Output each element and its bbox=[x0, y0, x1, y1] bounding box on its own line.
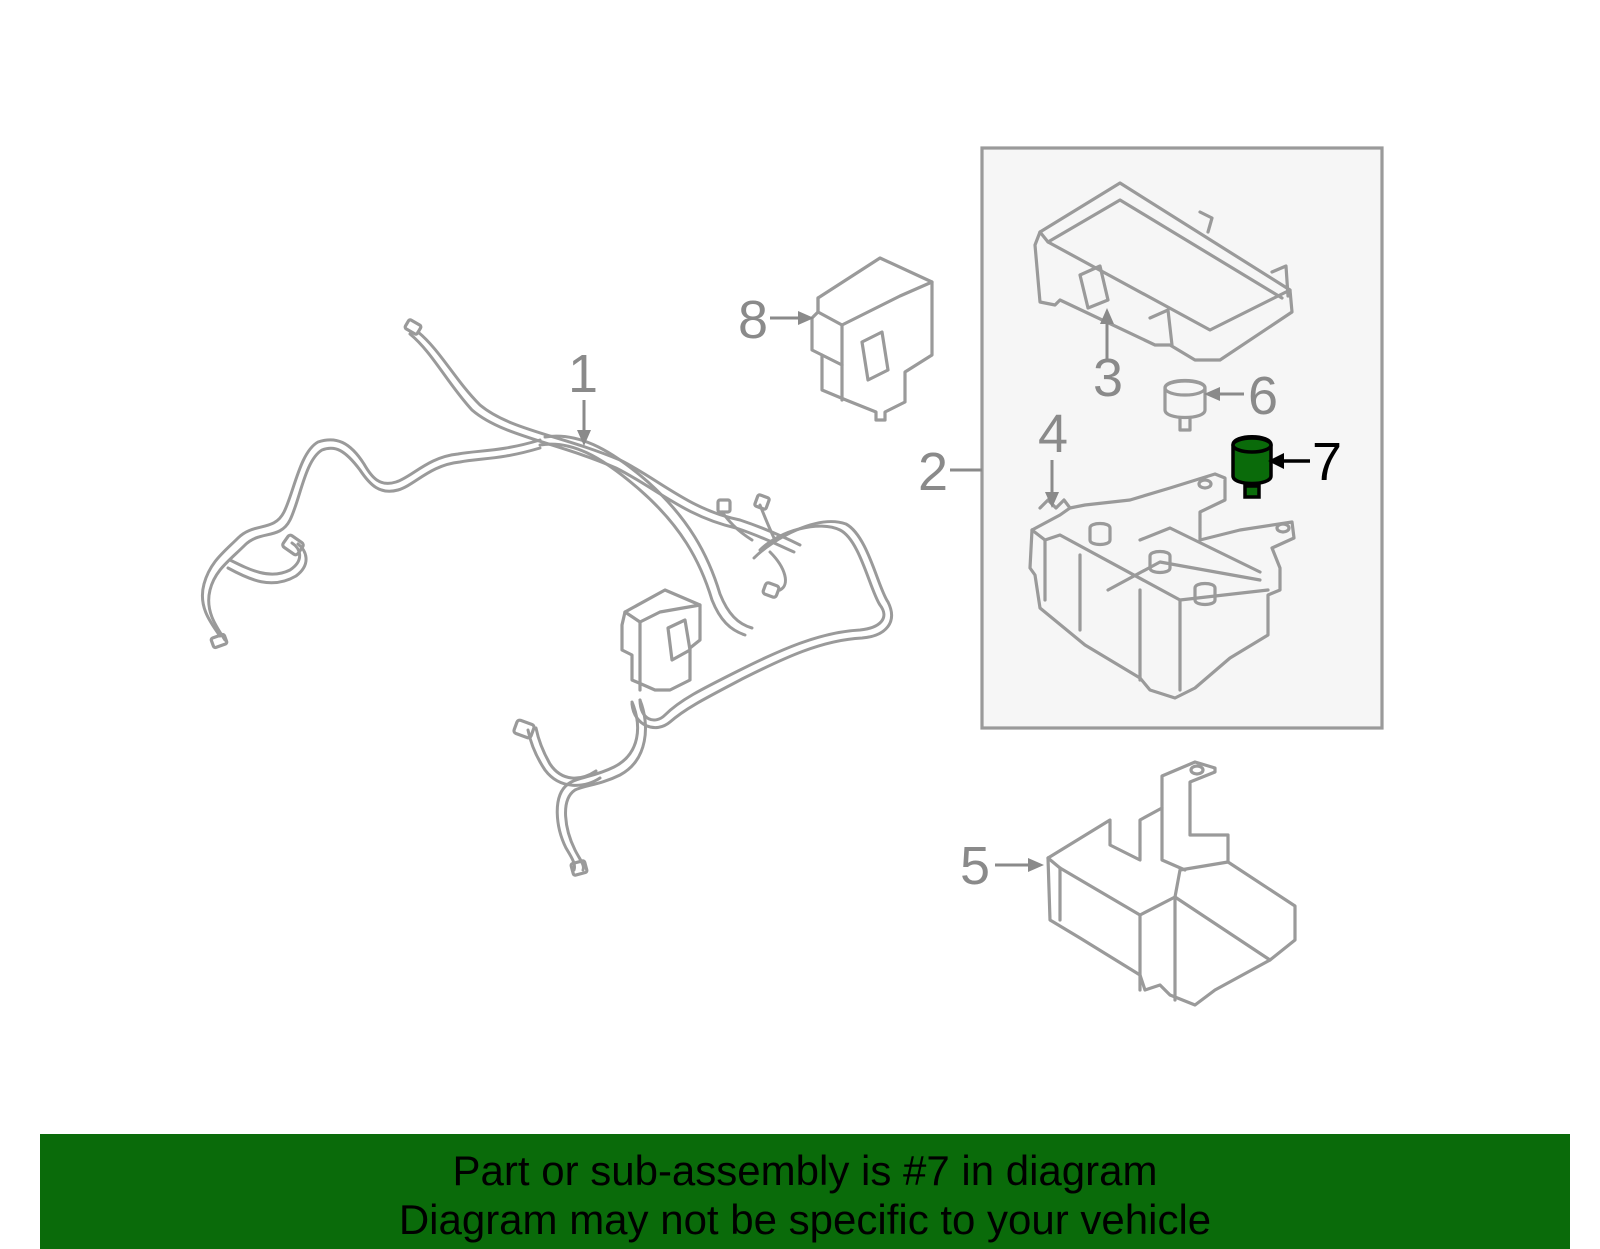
callout-3: 3 bbox=[1093, 348, 1123, 408]
callout-leaders bbox=[577, 308, 1310, 872]
banner-line-1: Part or sub-assembly is #7 in diagram bbox=[452, 1147, 1158, 1194]
callout-8: 8 bbox=[738, 290, 768, 350]
part-6-fuse bbox=[1163, 378, 1207, 432]
banner-line-2: Diagram may not be specific to your vehi… bbox=[398, 1196, 1212, 1243]
assembly-2-inset-frame bbox=[980, 146, 1384, 730]
callout-1: 1 bbox=[568, 344, 598, 404]
callout-7: 7 bbox=[1312, 432, 1342, 492]
part-3-fuse-box-cover bbox=[1033, 181, 1294, 362]
part-5-bracket bbox=[1046, 760, 1297, 1007]
part-7-fuse-highlighted bbox=[1231, 435, 1273, 499]
part-4-fuse-box-base bbox=[1028, 472, 1296, 700]
part-1-wiring-harness bbox=[201, 318, 894, 877]
callout-6: 6 bbox=[1248, 366, 1278, 426]
info-banner: Part or sub-assembly is #7 in diagram Di… bbox=[40, 1134, 1570, 1249]
callout-4: 4 bbox=[1038, 404, 1068, 464]
callout-2: 2 bbox=[918, 442, 948, 502]
callout-5: 5 bbox=[960, 836, 990, 896]
part-8-relay bbox=[810, 256, 934, 422]
